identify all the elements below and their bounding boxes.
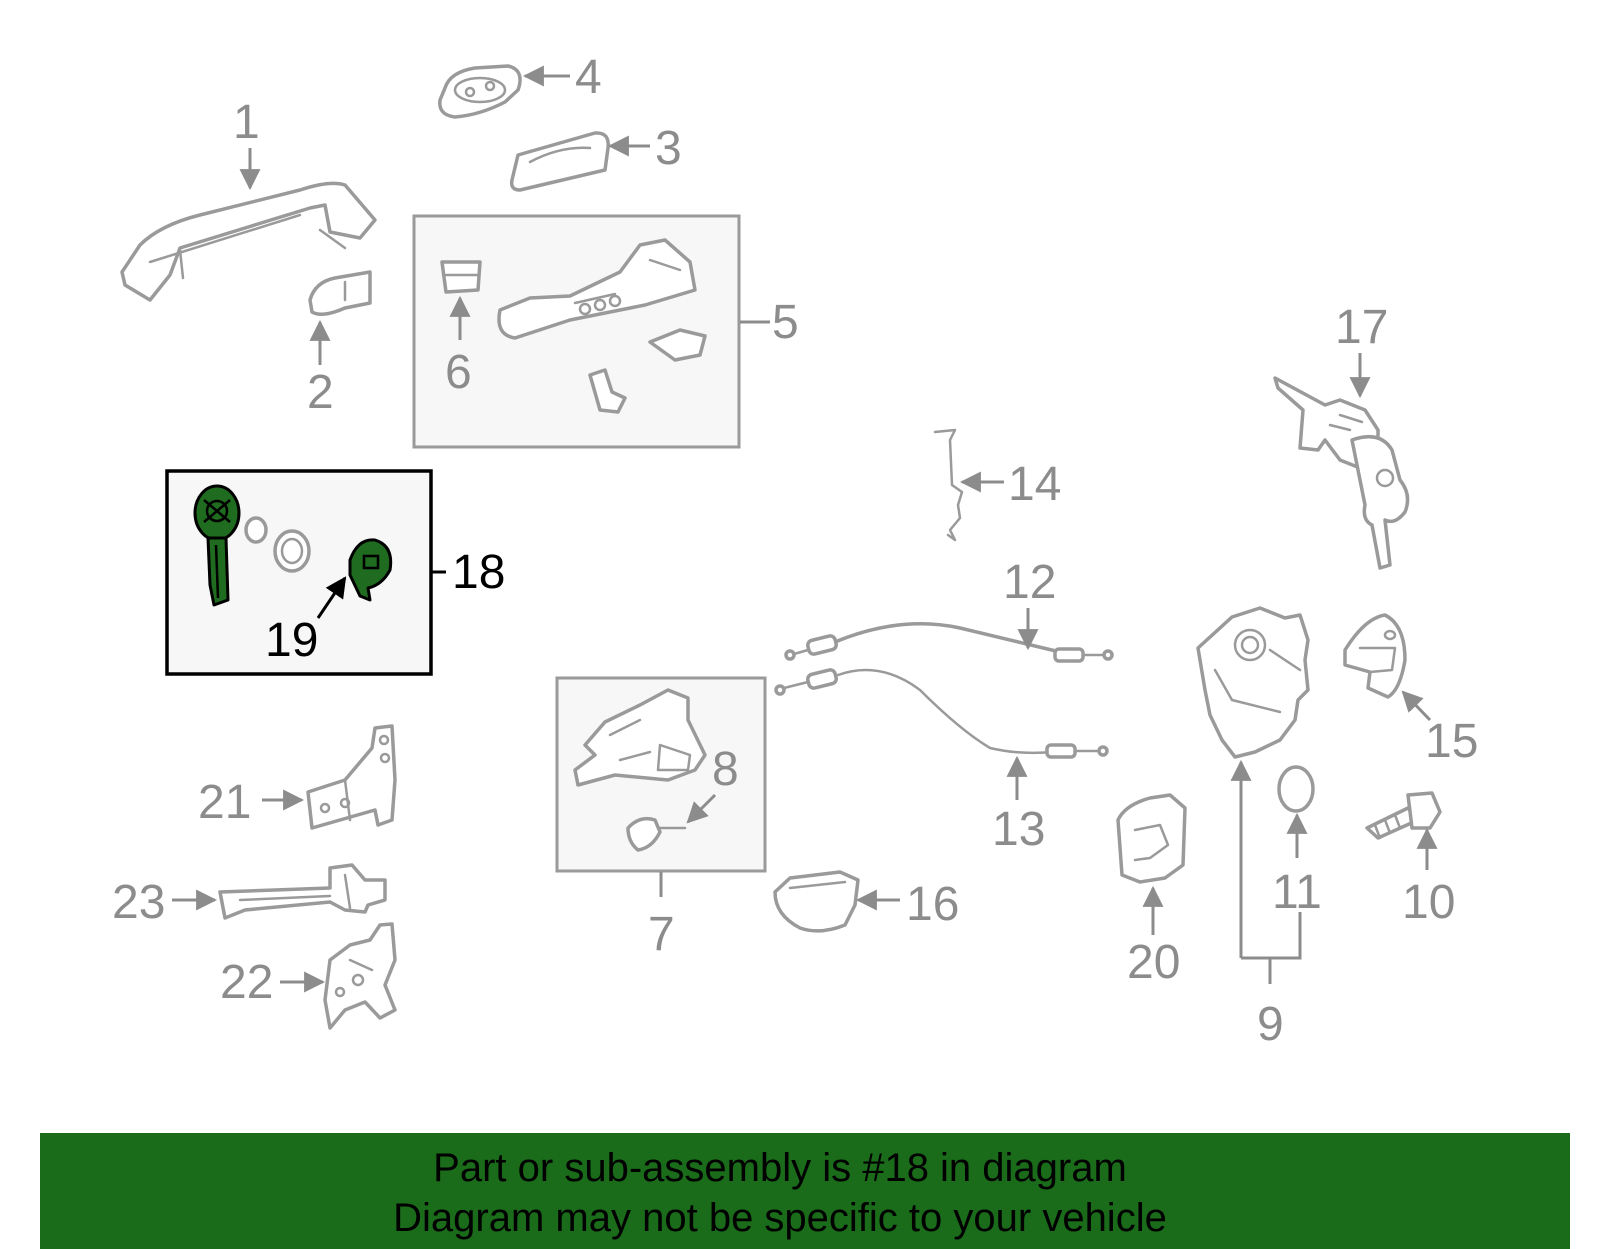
callout-7: 7	[648, 908, 675, 961]
banner-line-1: Part or sub-assembly is #18 in diagram	[433, 1146, 1127, 1190]
part-9-lock-actuator[interactable]	[1196, 606, 1310, 759]
part-10-bolt[interactable]	[1365, 791, 1442, 840]
callout-5: 5	[772, 296, 799, 349]
part-16-escutcheon[interactable]	[773, 870, 860, 933]
arrow-19	[316, 576, 347, 619]
part-8-plug[interactable]	[626, 816, 687, 852]
part-4-gasket[interactable]	[438, 64, 522, 119]
callout-4: 4	[575, 51, 602, 104]
part-12-cable[interactable]	[784, 622, 1114, 663]
bracket-9	[1241, 912, 1302, 960]
callout-3: 3	[655, 122, 682, 175]
callout-23: 23	[112, 876, 165, 929]
callout-20: 20	[1127, 936, 1180, 989]
part-1-outer-handle[interactable]	[120, 181, 377, 302]
callout-21: 21	[198, 776, 251, 829]
callout-18: 18	[452, 546, 505, 599]
part-13-cable[interactable]	[774, 668, 1109, 759]
callout-19: 19	[265, 614, 318, 667]
banner-line-2: Diagram may not be specific to your vehi…	[393, 1196, 1167, 1240]
part-18-key-cylinder[interactable]	[193, 484, 311, 607]
callout-13: 13	[992, 803, 1045, 856]
part-23-door-check[interactable]	[218, 863, 387, 920]
part-11-grommet[interactable]	[1277, 765, 1315, 813]
arrow-8	[686, 793, 717, 824]
callout-9: 9	[1257, 998, 1284, 1051]
callout-17: 17	[1335, 301, 1388, 354]
part-3-handle-pad[interactable]	[509, 131, 610, 192]
part-20-lock-cover[interactable]	[1116, 793, 1187, 884]
callout-12: 12	[1003, 556, 1056, 609]
part-22-lower-hinge[interactable]	[323, 922, 397, 1030]
part-6-plug[interactable]	[440, 260, 482, 294]
callout-8: 8	[712, 743, 739, 796]
arrow-15	[1401, 690, 1432, 722]
part-19-lock-cap[interactable]	[348, 538, 393, 602]
part-7-inner-handle[interactable]	[573, 688, 707, 787]
callout-15: 15	[1425, 715, 1478, 768]
callout-22: 22	[220, 956, 273, 1009]
callout-14: 14	[1008, 458, 1061, 511]
callout-10: 10	[1402, 876, 1455, 929]
callout-6: 6	[445, 346, 472, 399]
callout-2: 2	[307, 366, 334, 419]
part-14-lock-rod[interactable]	[933, 428, 964, 542]
part-17-lock-set[interactable]	[1273, 376, 1410, 570]
part-15-striker[interactable]	[1343, 613, 1407, 699]
callout-1: 1	[233, 96, 260, 149]
part-5-handle-frame[interactable]	[497, 238, 707, 414]
part-21-hinge[interactable]	[306, 724, 397, 830]
info-banner: Part or sub-assembly is #18 in diagram D…	[40, 1133, 1570, 1249]
callout-11: 11	[1272, 866, 1322, 919]
part-2-handle-cap[interactable]	[308, 270, 372, 316]
callout-16: 16	[906, 878, 959, 931]
